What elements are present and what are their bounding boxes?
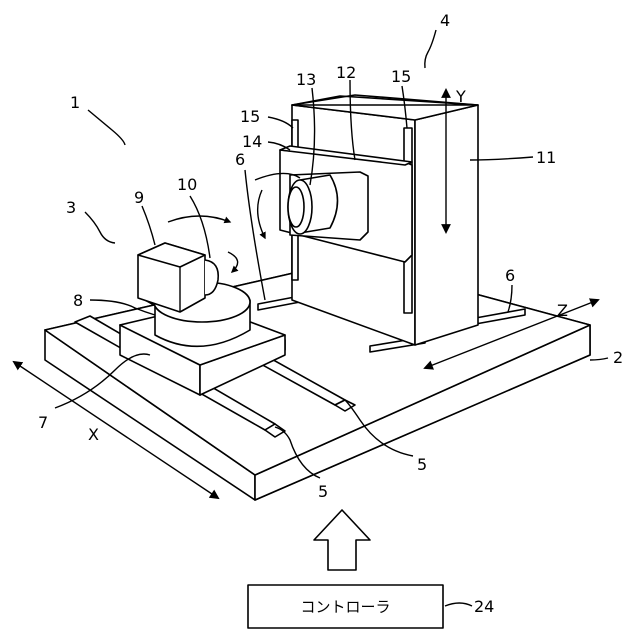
axis-label-z: Z (557, 301, 568, 320)
label-6a: 6 (235, 150, 245, 169)
label-11: 11 (536, 148, 556, 167)
label-6b: 6 (505, 266, 515, 285)
label-5b: 5 (318, 482, 328, 501)
leader-6a (245, 170, 265, 300)
leader-4 (425, 30, 436, 68)
label-8: 8 (73, 291, 83, 310)
b-axis-rotation-arrow (168, 216, 230, 222)
a-axis-rotation-arrow (228, 252, 238, 272)
label-12: 12 (336, 63, 356, 82)
label-3: 3 (66, 198, 76, 217)
leader-24 (445, 603, 472, 606)
hollow-up-arrow-icon (314, 510, 370, 570)
label-2: 2 (613, 348, 623, 367)
label-24: 24 (474, 597, 494, 616)
label-5a: 5 (417, 455, 427, 474)
spindle-rotation-arrow (258, 190, 265, 238)
label-4: 4 (440, 11, 450, 30)
leader-10 (190, 196, 210, 258)
leader-9 (142, 206, 155, 245)
label-7: 7 (38, 413, 48, 432)
leader-2 (590, 358, 608, 360)
label-10: 10 (177, 175, 197, 194)
leader-15a (268, 117, 293, 128)
label-14: 14 (242, 132, 262, 151)
axis-label-y: Y (455, 87, 466, 106)
label-1: 1 (70, 93, 80, 112)
label-15b: 15 (391, 67, 411, 86)
leader-3 (85, 212, 115, 243)
leader-1 (88, 110, 125, 145)
axis-label-x: X (88, 425, 99, 444)
controller-label: コントローラ (300, 598, 390, 616)
label-9: 9 (134, 188, 144, 207)
spindle (255, 173, 338, 238)
leader-11 (470, 157, 533, 160)
label-15a: 15 (240, 107, 260, 126)
spindle-face (288, 187, 304, 227)
label-13: 13 (296, 70, 316, 89)
